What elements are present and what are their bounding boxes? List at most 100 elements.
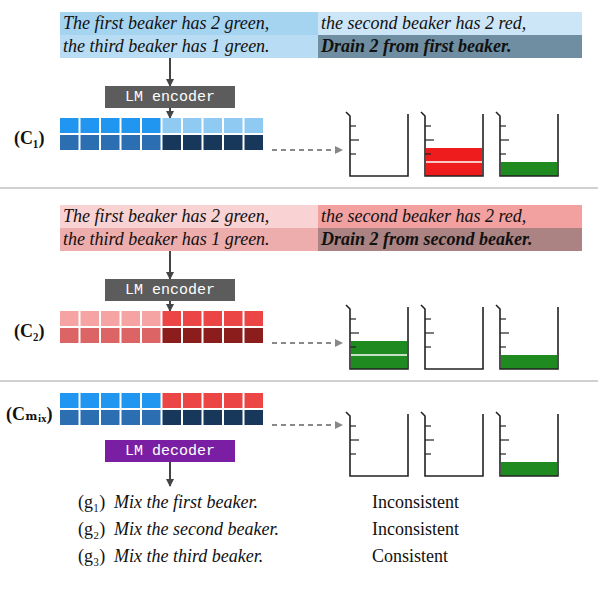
embedding-cell: [163, 135, 182, 150]
beaker-tick: [500, 125, 506, 126]
embedding-cell: [81, 135, 100, 150]
embedding-cell: [245, 135, 264, 150]
panel-label: (C₁): [14, 128, 44, 149]
panel-label: (C₂): [14, 321, 44, 342]
panel-label: (Cₘᵢₓ): [6, 403, 52, 425]
embedding-cell: [224, 328, 243, 343]
beaker-tick: [500, 332, 509, 333]
text-segment: The first beaker has 2 green,: [60, 205, 318, 228]
text-label: Mix the second beaker.: [114, 519, 279, 540]
beaker-outline: [421, 305, 483, 369]
beaker-tick: [350, 139, 359, 140]
node-text: Drain 2 from second beaker.: [321, 229, 533, 250]
embedding-cell: [101, 393, 120, 408]
model-box: LM encoder: [105, 86, 235, 108]
beaker-tick: [350, 153, 356, 154]
text-segment: the second beaker has 2 red,: [318, 205, 582, 228]
node-text: The first beaker has 2 green,: [63, 206, 269, 227]
text-label: Inconsistent: [372, 519, 459, 540]
embedding-cell: [163, 410, 182, 425]
text-segment: The first beaker has 2 green,: [60, 12, 318, 35]
embedding-cell: [142, 135, 161, 150]
beaker-tick: [500, 453, 506, 454]
embedding-cell: [81, 410, 100, 425]
node-text: the second beaker has 2 red,: [321, 13, 526, 34]
liquid-divider: [351, 354, 407, 356]
liquid: [426, 148, 482, 176]
beaker-outline: [496, 412, 558, 476]
liquid: [501, 162, 557, 176]
node-text: LM decoder: [125, 443, 215, 460]
embedding-cell: [101, 328, 120, 343]
beaker-outline: [346, 112, 408, 176]
node-text: the second beaker has 2 red,: [321, 206, 526, 227]
embedding-cell: [60, 135, 79, 150]
model-box: LM encoder: [105, 279, 235, 301]
beaker-tick: [500, 318, 506, 319]
node-text: The first beaker has 2 green,: [63, 13, 269, 34]
dashed-arrow: [272, 149, 342, 151]
embedding-cell: [163, 328, 182, 343]
embedding-cell: [122, 393, 141, 408]
beaker-tick: [425, 153, 431, 154]
beaker-tick: [425, 346, 431, 347]
embedding-cell: [142, 393, 161, 408]
embedding-cell: [245, 410, 264, 425]
text-segment: the third beaker has 1 green.: [60, 35, 318, 58]
beaker-outline: [496, 112, 558, 176]
text-segment: the third beaker has 1 green.: [60, 228, 318, 251]
embedding-cell: [224, 410, 243, 425]
encoder-arrow: [169, 108, 171, 118]
embedding-cell: [142, 118, 161, 133]
node-text: the third beaker has 1 green.: [63, 36, 270, 57]
embedding-cell: [60, 118, 79, 133]
flow-arrow: [169, 58, 171, 86]
embedding-cell: [142, 311, 161, 326]
embedding-cell: [101, 410, 120, 425]
dashed-arrow: [272, 424, 342, 426]
embedding-cell: [101, 135, 120, 150]
beaker-tick: [350, 318, 356, 319]
text-label: Mix the third beaker.: [114, 546, 263, 567]
embedding-cell: [245, 118, 264, 133]
embedding-cell: [122, 118, 141, 133]
beaker-tick: [500, 425, 506, 426]
embedding-cell: [101, 311, 120, 326]
embedding-cell: [60, 328, 79, 343]
embedding-cell: [204, 393, 223, 408]
beaker-tick: [425, 425, 431, 426]
beaker-tick: [425, 332, 434, 333]
embedding-cell: [122, 135, 141, 150]
embedding-cell: [204, 311, 223, 326]
embedding-cell: [224, 118, 243, 133]
embedding-cell: [183, 135, 202, 150]
embedding-cell: [122, 311, 141, 326]
beaker-tick: [350, 346, 356, 347]
encoder-arrow: [169, 301, 171, 311]
embedding-cell: [101, 118, 120, 133]
beaker-tick: [425, 439, 434, 440]
embedding-cell: [163, 311, 182, 326]
text-label: Consistent: [372, 546, 448, 567]
embedding-cell: [60, 410, 79, 425]
embedding-cell: [245, 328, 264, 343]
beaker-tick: [350, 125, 356, 126]
text-label: (g₃): [78, 546, 105, 567]
embedding-cell: [183, 311, 202, 326]
embedding-cell: [142, 410, 161, 425]
embedding-cell: [122, 328, 141, 343]
flow-arrow: [169, 251, 171, 279]
embedding-cell: [81, 393, 100, 408]
embedding-cell: [224, 393, 243, 408]
beaker-outline: [346, 305, 408, 369]
beaker-outline: [346, 412, 408, 476]
embedding-cell: [60, 311, 79, 326]
embedding-cell: [204, 118, 223, 133]
beaker-outline: [496, 305, 558, 369]
liquid: [501, 462, 557, 476]
embedding-cell: [163, 393, 182, 408]
node-text: the third beaker has 1 green.: [63, 229, 270, 250]
liquid-divider: [426, 161, 482, 163]
